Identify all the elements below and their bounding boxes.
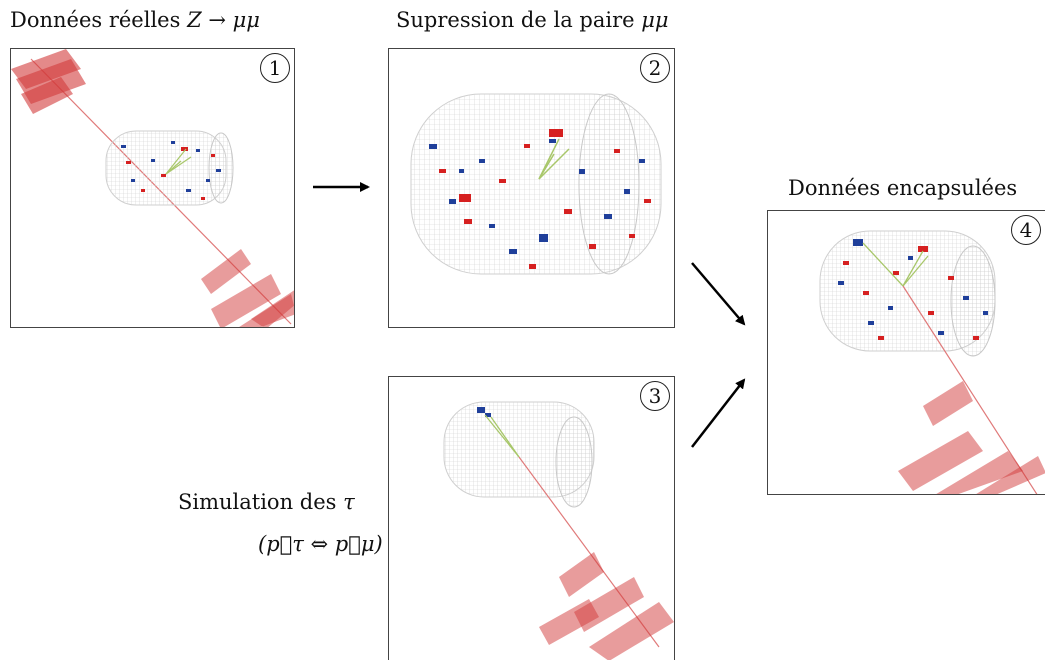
ecal-hits (121, 141, 221, 192)
panel-1-number: 1 (260, 53, 290, 83)
muon-chamber-bottom (201, 249, 294, 327)
panel-4-event-display: 4 (767, 210, 1045, 495)
panel-4-caption: Données encapsulées (788, 176, 1017, 200)
panel-2-event-display: 2 (388, 48, 675, 328)
panel-1-caption: Données réelles Z → μμ (10, 8, 260, 32)
panel-3-caption-math: τ (343, 490, 355, 514)
panel-2-number: 2 (640, 53, 670, 83)
panel-1-caption-text: Données réelles (10, 8, 181, 32)
panel-2-caption-math: μμ (641, 8, 669, 32)
panel-4-caption-text: Données encapsulées (788, 176, 1018, 200)
panel-3-event-display: 3 (388, 376, 675, 660)
panel-3-caption-text: Simulation des (178, 490, 337, 514)
tracker-cylinder (819, 230, 996, 357)
tracker-cylinder (410, 93, 662, 275)
hcal-hits (439, 129, 651, 269)
arrow-2-to-4 (691, 262, 746, 326)
arrow-3-to-4 (691, 378, 746, 448)
panel-3-caption-line2: (p⃗τ ⇔ p⃗μ) (258, 532, 383, 556)
panel-1-event-display: 1 (10, 48, 295, 328)
panel-2-scene (410, 93, 662, 275)
hcal-hits (843, 246, 979, 340)
panel-1-scene (11, 49, 294, 327)
muon-chamber-top (11, 49, 86, 114)
panel-3-scene (443, 401, 674, 660)
panel-1-caption-math: Z → μμ (187, 8, 260, 32)
hcal-hits (126, 147, 215, 200)
panel-3-momentum-relation: (p⃗τ ⇔ p⃗μ) (258, 532, 383, 556)
panel-3-caption: Simulation des τ (178, 490, 355, 514)
muon-chamber-bottom (539, 552, 674, 660)
ecal-hits (429, 139, 645, 254)
panel-2-caption-text: Supression de la paire (396, 8, 635, 32)
tau-decay-tracks (484, 414, 520, 458)
jet-tracks (538, 138, 570, 180)
jet-tracks (862, 242, 929, 287)
panel-2-caption: Supression de la paire μμ (396, 8, 669, 32)
panel-4-number: 4 (1011, 215, 1041, 245)
ecal-hits (477, 407, 491, 417)
muon-track (518, 456, 660, 648)
panel-4-scene (819, 230, 1045, 494)
muon-chamber-bottom (898, 381, 1045, 494)
jet-tracks (165, 148, 192, 175)
panel-3-number: 3 (640, 381, 670, 411)
tracker-cylinder (443, 401, 595, 508)
ecal-hits (838, 239, 988, 335)
